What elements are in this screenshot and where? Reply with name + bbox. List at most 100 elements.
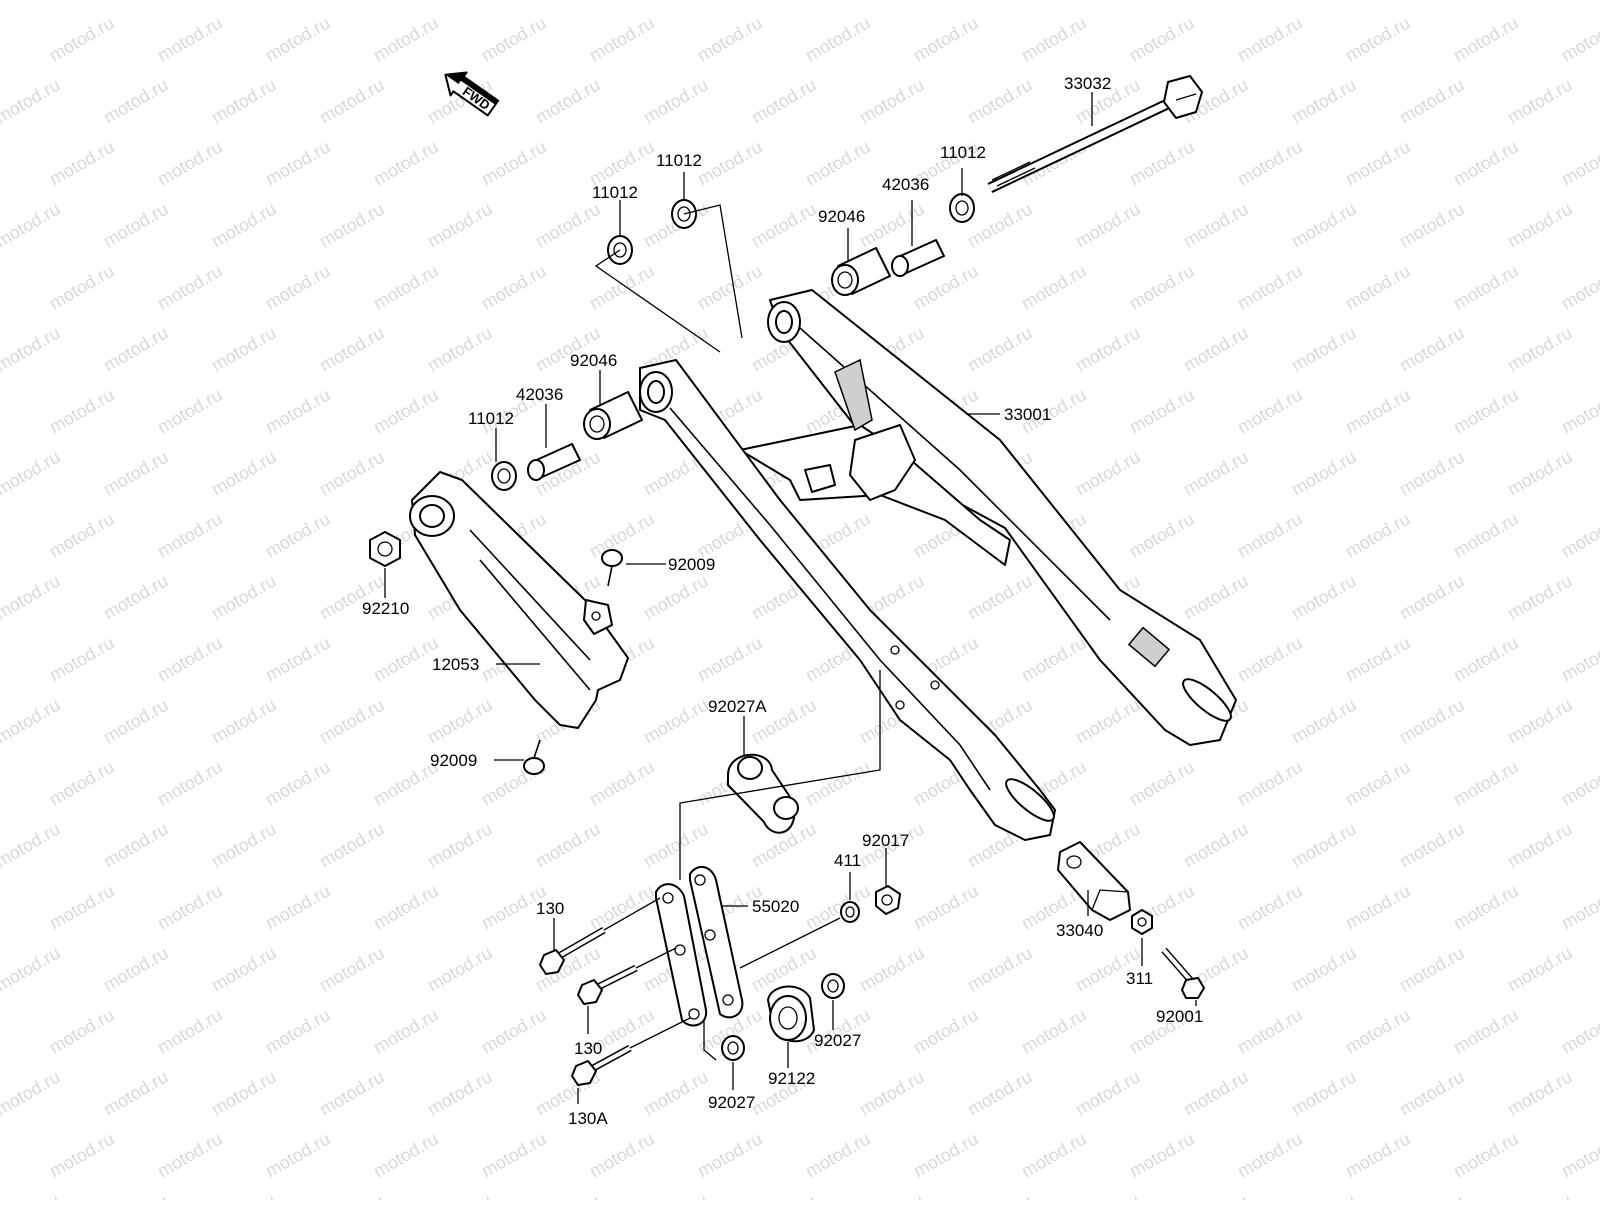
watermark-text: motod.ru <box>1342 13 1414 66</box>
seal-right-outer <box>949 193 975 223</box>
label-33001: 33001 <box>1004 405 1051 424</box>
watermark-text: motod.ru <box>1450 633 1522 686</box>
watermark-text: motod.ru <box>262 385 334 438</box>
watermark-text: motod.ru <box>46 1129 118 1182</box>
label-130-upper: 130 <box>536 899 564 918</box>
watermark-text: motod.ru <box>1180 571 1252 624</box>
watermark-text: motod.ru <box>208 1067 280 1120</box>
watermark-text: motod.ru <box>1018 1129 1090 1182</box>
watermark-text: motod.ru <box>208 447 280 500</box>
watermark-text: motod.ru <box>370 1129 442 1182</box>
watermark-text: motod.ru <box>640 695 712 748</box>
watermark-text: motod.ru <box>1504 819 1576 872</box>
watermark-text: motod.ru <box>1234 1129 1306 1182</box>
watermark-text: motod.ru <box>748 1191 820 1200</box>
label-92046-left: 92046 <box>570 351 617 370</box>
part-labels: 33032 11012 11012 11012 42036 92046 9204… <box>362 74 1203 1128</box>
watermark-text: motod.ru <box>478 1005 550 1058</box>
watermark-text: motod.ru <box>910 1129 982 1182</box>
watermark-text: motod.ru <box>694 1129 766 1182</box>
watermark-text: motod.ru <box>1450 1129 1522 1182</box>
watermark-text: motod.ru <box>100 199 172 252</box>
watermark-text: motod.ru <box>316 943 388 996</box>
nut-92017 <box>875 885 901 915</box>
watermark-text: motod.ru <box>1342 509 1414 562</box>
watermark-text: motod.ru <box>1558 1129 1600 1182</box>
watermark-text: motod.ru <box>46 137 118 190</box>
watermark-text: motod.ru <box>694 137 766 190</box>
watermark-text: motod.ru <box>910 1005 982 1058</box>
sleeve-right <box>891 239 945 277</box>
bearing-right <box>831 247 891 296</box>
watermark-text: motod.ru <box>856 1067 928 1120</box>
watermark-text: motod.ru <box>1504 943 1576 996</box>
watermark-text: motod.ru <box>424 1067 496 1120</box>
watermark-text: motod.ru <box>1018 261 1090 314</box>
watermark-text: motod.ru <box>856 1191 928 1200</box>
watermark-text: motod.ru <box>1288 447 1360 500</box>
label-92046-right: 92046 <box>818 207 865 226</box>
watermark-text: motod.ru <box>370 633 442 686</box>
watermark-text: motod.ru <box>1072 447 1144 500</box>
label-311: 311 <box>1126 969 1153 988</box>
watermark-text: motod.ru <box>478 261 550 314</box>
watermark-text: motod.ru <box>1288 199 1360 252</box>
watermark-text: motod.ru <box>1504 75 1576 128</box>
watermark-text: motod.ru <box>1234 881 1306 934</box>
watermark-text: motod.ru <box>1072 0 1144 3</box>
watermark-text: motod.ru <box>100 323 172 376</box>
watermark-text: motod.ru <box>0 943 64 996</box>
watermark-text: motod.ru <box>1126 757 1198 810</box>
watermark-text: motod.ru <box>910 261 982 314</box>
watermark-text: motod.ru <box>964 75 1036 128</box>
watermark-text: motod.ru <box>1450 261 1522 314</box>
watermark-text: motod.ru <box>154 633 226 686</box>
watermark-text: motod.ru <box>154 385 226 438</box>
watermark-text: motod.ru <box>154 881 226 934</box>
watermark-text: motod.ru <box>964 323 1036 376</box>
watermark-text: motod.ru <box>1234 633 1306 686</box>
watermark-text: motod.ru <box>586 1129 658 1182</box>
watermark-text: motod.ru <box>1504 1067 1576 1120</box>
watermark-text: motod.ru <box>262 137 334 190</box>
label-92027A: 92027A <box>708 697 767 716</box>
watermark-text: motod.ru <box>586 137 658 190</box>
watermark-text: motod.ru <box>1504 1191 1576 1200</box>
watermark-text: motod.ru <box>1072 695 1144 748</box>
watermark-text: motod.ru <box>0 323 64 376</box>
watermark-text: motod.ru <box>1450 509 1522 562</box>
watermark-text: motod.ru <box>46 13 118 66</box>
watermark-text: motod.ru <box>802 1129 874 1182</box>
watermark-text: motod.ru <box>1342 881 1414 934</box>
watermark-text: motod.ru <box>100 0 172 3</box>
watermark-text: motod.ru <box>532 819 604 872</box>
watermark-text: motod.ru <box>694 633 766 686</box>
watermark-text: motod.ru <box>1342 1005 1414 1058</box>
label-11012-left: 11012 <box>468 409 514 428</box>
watermark-text: motod.ru <box>964 571 1036 624</box>
watermark-text: motod.ru <box>424 695 496 748</box>
watermark-text: motod.ru <box>1504 695 1576 748</box>
watermark-text: motod.ru <box>748 0 820 3</box>
watermark-text: motod.ru <box>1342 757 1414 810</box>
watermark-text: motod.ru <box>1180 0 1252 3</box>
watermark-text: motod.ru <box>1342 633 1414 686</box>
watermark-text: motod.ru <box>154 509 226 562</box>
watermark-text: motod.ru <box>154 757 226 810</box>
collar-92027-lower <box>721 1035 745 1061</box>
watermark-text: motod.ru <box>1234 13 1306 66</box>
watermark-text: motod.ru <box>0 819 64 872</box>
watermark-text: motod.ru <box>1558 13 1600 66</box>
watermark-text: motod.ru <box>1396 0 1468 3</box>
watermark-text: motod.ru <box>640 571 712 624</box>
label-92122: 92122 <box>768 1069 815 1088</box>
watermark-text: motod.ru <box>316 1191 388 1200</box>
label-130-lower: 130 <box>574 1039 602 1058</box>
watermark-text: motod.ru <box>424 0 496 3</box>
pivot-bolt <box>987 75 1203 193</box>
watermark-text: motod.ru <box>1234 1005 1306 1058</box>
watermark-text: motod.ru <box>424 323 496 376</box>
watermark-text: motod.ru <box>694 261 766 314</box>
watermark-text: motod.ru <box>1288 323 1360 376</box>
